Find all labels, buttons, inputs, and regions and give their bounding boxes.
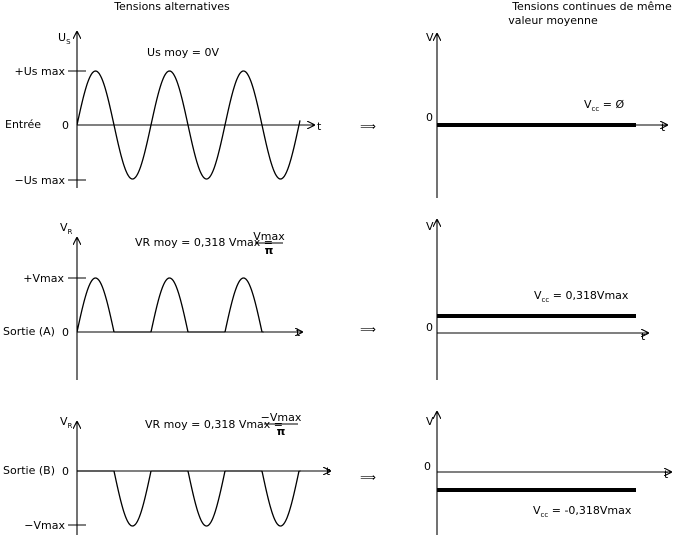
dc2-value-label: Vcc = 0,318Vmax bbox=[534, 289, 629, 304]
dc-panel-1: V 0 t Vcc = Ø bbox=[426, 31, 667, 198]
output-a-formula-denominator: π bbox=[265, 244, 274, 257]
output-a-formula-numerator: Vmax bbox=[253, 230, 285, 243]
implies-arrow-2: ⟹ bbox=[360, 323, 376, 336]
output-a-label-max: +Vmax bbox=[23, 272, 64, 285]
output-b-row-label: Sortie (B) bbox=[3, 464, 55, 477]
input-label-min: −Us max bbox=[15, 174, 66, 187]
output-b-negative-half-wave bbox=[77, 470, 301, 527]
input-formula: Us moy = 0V bbox=[147, 46, 219, 59]
panel-output-a: VR VR moy = 0,318 Vmax = Vmax π +Vmax 0 … bbox=[3, 221, 302, 380]
input-label-max: +Us max bbox=[15, 65, 66, 78]
output-a-y-axis-label: VR bbox=[60, 221, 73, 236]
panel-input: US Us moy = 0V +Us max 0 −Us max Entrée … bbox=[5, 31, 322, 188]
output-a-row-label: Sortie (A) bbox=[3, 325, 55, 338]
dc3-t-label: t bbox=[664, 468, 669, 481]
header-left: Tensions alternatives bbox=[113, 0, 230, 13]
dc1-y-axis-label: V bbox=[426, 31, 434, 44]
dc3-zero-label: 0 bbox=[424, 460, 431, 473]
header-right-line2: valeur moyenne bbox=[508, 14, 598, 27]
dc1-t-label: t bbox=[661, 121, 666, 134]
dc2-t-label: t bbox=[641, 330, 646, 343]
header-right-line1: Tensions continues de même bbox=[511, 0, 672, 13]
dc2-y-axis-label: V bbox=[426, 220, 434, 233]
panel-output-b: VR VR moy = 0,318 Vmax = −Vmax π 0 −Vmax… bbox=[3, 411, 331, 535]
output-b-y-axis-label: VR bbox=[60, 415, 73, 430]
output-b-t-label: t bbox=[326, 465, 331, 478]
output-b-label-zero: 0 bbox=[62, 465, 69, 478]
implies-arrow-3: ⟹ bbox=[360, 471, 376, 484]
input-full-sine-wave bbox=[76, 70, 301, 180]
output-a-formula: VR moy = 0,318 Vmax = bbox=[135, 236, 273, 249]
dc1-value-label: Vcc = Ø bbox=[584, 98, 624, 113]
dc2-zero-label: 0 bbox=[426, 321, 433, 334]
output-a-t-label: t bbox=[296, 326, 301, 339]
dc1-zero-label: 0 bbox=[426, 111, 433, 124]
output-b-formula-numerator: −Vmax bbox=[261, 411, 302, 424]
dc3-y-axis-label: V bbox=[426, 415, 434, 428]
input-row-label: Entrée bbox=[5, 118, 41, 131]
input-label-zero: 0 bbox=[62, 119, 69, 132]
output-b-formula: VR moy = 0,318 Vmax = bbox=[145, 418, 283, 431]
output-b-label-min: −Vmax bbox=[24, 519, 65, 532]
output-a-label-zero: 0 bbox=[62, 326, 69, 339]
dc3-value-label: Vcc = -0,318Vmax bbox=[533, 504, 632, 519]
output-a-positive-half-wave bbox=[76, 277, 264, 333]
input-t-label: t bbox=[317, 120, 322, 133]
dc-panel-2: V 0 t Vcc = 0,318Vmax bbox=[426, 220, 648, 380]
implies-arrow-1: ⟹ bbox=[360, 120, 376, 133]
dc-panel-3: V 0 t Vcc = -0,318Vmax bbox=[424, 412, 671, 535]
input-y-axis-label: US bbox=[58, 31, 71, 46]
output-b-formula-denominator: π bbox=[277, 425, 286, 438]
